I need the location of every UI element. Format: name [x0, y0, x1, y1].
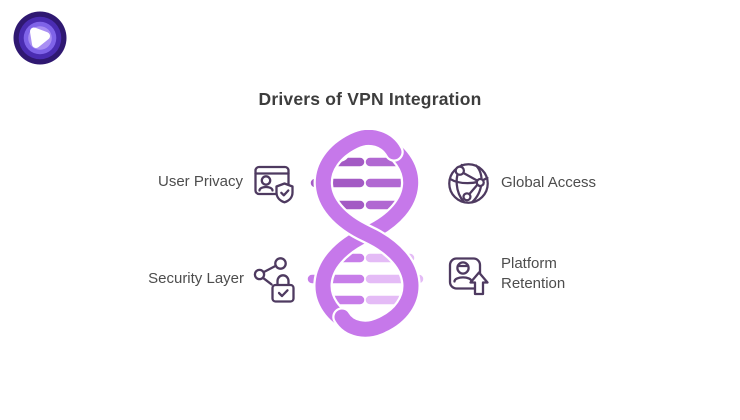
brand-logo: [13, 11, 67, 65]
item-global-access: Global Access: [446, 160, 596, 206]
item-label: User Privacy: [157, 173, 243, 191]
brand-logo-icon: [13, 11, 67, 65]
item-user-privacy: User Privacy: [158, 160, 296, 204]
item-label: Security Layer: [148, 270, 244, 288]
user-badge-arrow-up-icon: [446, 251, 491, 297]
logo-triangle-mark: [30, 27, 50, 48]
share-nodes-lock-icon: [252, 255, 298, 303]
page-title: Drivers of VPN Integration: [258, 89, 482, 109]
globe-network-icon: [446, 161, 491, 206]
browser-user-shield-icon: [252, 160, 296, 204]
item-label: Global Access: [501, 174, 597, 192]
dna-helix-graphic: [300, 130, 440, 340]
item-label: Platform Retention: [501, 254, 566, 292]
helix-strands: [313, 130, 421, 339]
item-platform-retention: Platform Retention: [446, 250, 577, 297]
item-security-layer: Security Layer: [148, 255, 298, 303]
